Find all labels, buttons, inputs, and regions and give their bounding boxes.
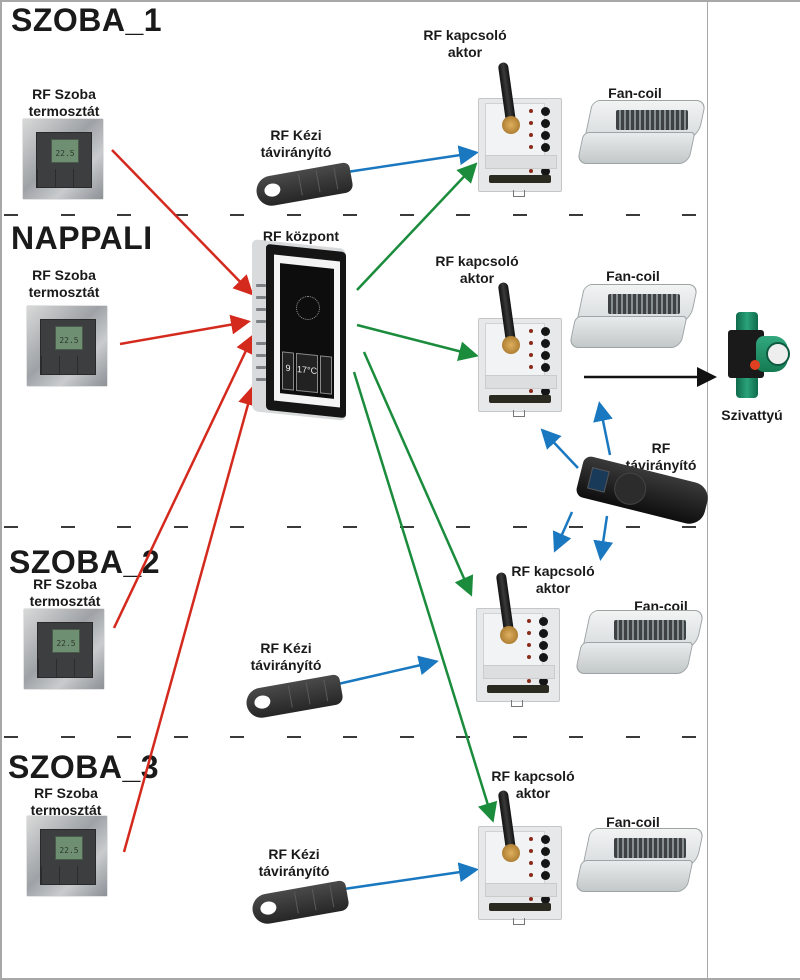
separator-dash: [4, 214, 18, 216]
room-title-szoba1: SZOBA_1: [11, 2, 163, 38]
separator-dash: [400, 526, 414, 528]
separator-dash: [4, 736, 18, 738]
room-title-szoba2: SZOBA_2: [9, 544, 161, 580]
separator-dash: [230, 736, 244, 738]
separator-dash: [287, 736, 301, 738]
separator-dash: [343, 736, 357, 738]
separator-dash: [287, 526, 301, 528]
fancoil-szoba2: [574, 610, 705, 678]
separator-dash: [400, 736, 414, 738]
room-separator-3: [0, 736, 706, 739]
separator-dash: [117, 526, 131, 528]
thermostat-display: 22.5: [51, 139, 79, 163]
actor-szoba1[interactable]: [478, 61, 562, 197]
fancoil-nappali: [568, 284, 699, 352]
separator-dash: [4, 526, 18, 528]
separator-dash: [174, 526, 188, 528]
thermostat-display: 22.5: [52, 629, 80, 653]
central-tile-2: 17°C: [295, 352, 319, 394]
clock-icon: [296, 296, 320, 320]
separator-dash: [343, 526, 357, 528]
thermostat-szoba3[interactable]: 22.5: [27, 816, 107, 896]
fancoil-szoba3: [574, 828, 705, 896]
separator-dash: [513, 736, 527, 738]
thermostat-nappali[interactable]: 22.5: [27, 306, 107, 386]
room-title-szoba3: SZOBA_3: [8, 749, 160, 785]
separator-dash: [456, 736, 470, 738]
central-tile-3: [320, 355, 333, 395]
pump-column-divider: [707, 0, 708, 980]
actor-szoba3[interactable]: [478, 789, 562, 925]
separator-dash: [626, 736, 640, 738]
central-unit[interactable]: 9 17°C: [252, 239, 346, 421]
separator-dash: [61, 736, 75, 738]
pump[interactable]: [722, 312, 790, 398]
separator-dash: [626, 526, 640, 528]
separator-dash: [230, 214, 244, 216]
fancoil-szoba1-label: Fan-coil: [608, 85, 662, 101]
separator-dash: [61, 526, 75, 528]
actor-szoba2[interactable]: [476, 571, 560, 707]
separator-dash: [400, 214, 414, 216]
thermostat-display: 22.5: [55, 836, 83, 860]
room-separator-2: [0, 526, 706, 529]
fancoil-nappali-label: Fan-coil: [606, 268, 660, 284]
separator-dash: [682, 214, 696, 216]
room-separator-1: [0, 214, 706, 217]
fancoil-szoba1: [576, 100, 707, 168]
separator-dash: [513, 526, 527, 528]
separator-dash: [230, 526, 244, 528]
separator-dash: [513, 214, 527, 216]
separator-dash: [569, 214, 583, 216]
separator-dash: [61, 214, 75, 216]
thermostat-szoba1[interactable]: 22.5: [23, 119, 103, 199]
thermostat-display: 22.5: [55, 326, 83, 350]
separator-dash: [174, 214, 188, 216]
separator-dash: [343, 214, 357, 216]
central-tile-1: 9: [282, 351, 294, 391]
separator-dash: [682, 736, 696, 738]
separator-dash: [117, 736, 131, 738]
thermostat-szoba2[interactable]: 22.5: [24, 609, 104, 689]
separator-dash: [682, 526, 696, 528]
separator-dash: [569, 526, 583, 528]
separator-dash: [117, 214, 131, 216]
central-label: RF központ: [262, 228, 340, 244]
room-title-nappali: NAPPALI: [11, 220, 153, 256]
separator-dash: [626, 214, 640, 216]
pump-label: Szivattyú: [721, 407, 783, 423]
separator-dash: [174, 736, 188, 738]
separator-dash: [456, 526, 470, 528]
fancoil-szoba3-label: Fan-coil: [606, 814, 660, 830]
separator-dash: [569, 736, 583, 738]
separator-dash: [456, 214, 470, 216]
actor-nappali[interactable]: [478, 281, 562, 417]
separator-dash: [287, 214, 301, 216]
